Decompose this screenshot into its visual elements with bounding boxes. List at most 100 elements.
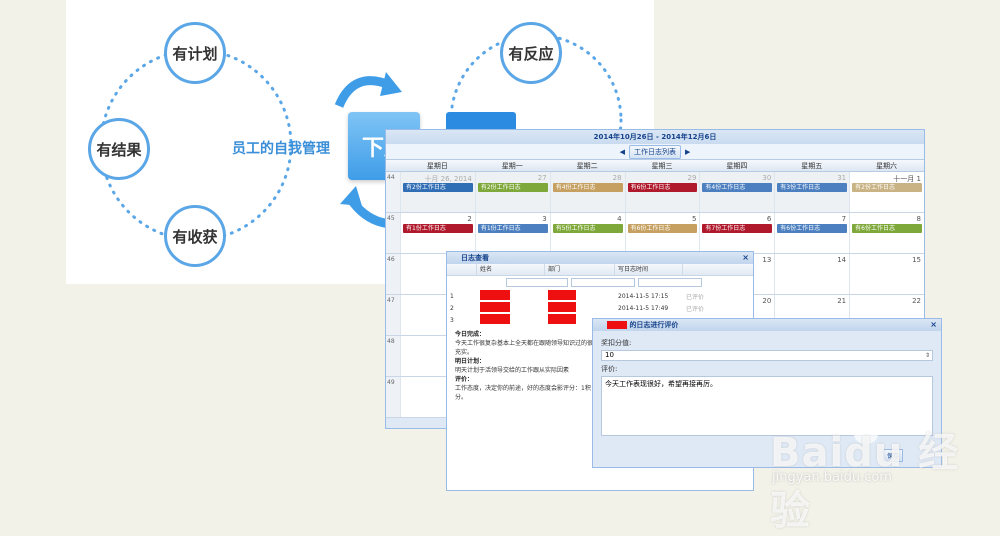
close-icon[interactable]: × (742, 253, 749, 262)
event-badge[interactable]: 有4份工作日志 (552, 183, 623, 192)
comment-label: 评价: (601, 365, 618, 373)
week-number: 49 (386, 377, 400, 417)
day-number: 2 (467, 215, 472, 223)
event-badge[interactable]: 有2份工作日志 (477, 183, 548, 192)
time-filter-input[interactable] (638, 278, 702, 287)
week-number: 46 (386, 254, 400, 294)
log-window-title: 日志查看 × (447, 252, 753, 264)
event-badge[interactable]: 有7份工作日志 (702, 224, 773, 233)
event-badge[interactable]: 有1份工作日志 (403, 224, 473, 233)
calendar-nav: ◀ 工作日志列表 ▶ (386, 144, 924, 160)
event-badge[interactable]: 有2份工作日志 (403, 183, 473, 192)
table-row[interactable]: 1 2014-11-5 17:15 已评价 (447, 290, 753, 302)
review-label: 评价： (455, 376, 474, 383)
eval-form: 奖扣分值: 10 ⇕ 评价: 今天工作表现很好，希望再接再厉。 (593, 331, 941, 440)
prev-arrow-icon[interactable]: ◀ (619, 147, 625, 156)
day-number: 27 (537, 174, 547, 182)
day-number: 4 (617, 215, 622, 223)
day-number: 13 (762, 256, 772, 264)
dept-filter-input[interactable] (571, 278, 635, 287)
day-cell[interactable] (400, 336, 475, 376)
day-number: 14 (837, 256, 847, 264)
week-number: 47 (386, 295, 400, 335)
week-number: 44 (386, 172, 400, 212)
event-badge[interactable]: 有6份工作日志 (627, 183, 698, 192)
table-row[interactable]: 2 2014-11-5 17:49 已评价 (447, 302, 753, 314)
day-cell[interactable]: 22 (849, 295, 924, 335)
day-cell[interactable] (400, 254, 475, 294)
watermark-url: jingyan.baidu.com (772, 470, 892, 485)
name-filter-input[interactable] (506, 278, 568, 287)
day-number: 30 (762, 174, 772, 182)
row-num-header (447, 264, 477, 275)
weekday-header: 星期日星期一星期二星期三星期四星期五星期六 (386, 160, 924, 172)
day-number: 十一月 1 (893, 175, 921, 183)
event-badge[interactable]: 有3份工作日志 (777, 183, 848, 192)
row-index: 3 (450, 316, 454, 324)
day-number: 十月 26, 2014 (424, 175, 472, 183)
blue-tab-shape (446, 112, 516, 134)
col-name-header[interactable]: 姓名 (477, 264, 545, 275)
event-badge[interactable]: 有2份工作日志 (852, 183, 922, 192)
day-number: 20 (762, 297, 772, 305)
eval-window-title-text: 的日志进行评价 (629, 321, 679, 329)
next-arrow-icon[interactable]: ▶ (685, 147, 691, 156)
weekday-header-cell: 星期四 (726, 162, 748, 170)
event-badge[interactable]: 有4份工作日志 (702, 183, 773, 192)
col-time-header[interactable]: 写日志时间 (615, 264, 683, 275)
event-badge[interactable]: 有6份工作日志 (627, 224, 698, 233)
weekday-header-cell: 星期日 (426, 162, 448, 170)
event-badge[interactable]: 有6份工作日志 (777, 224, 848, 233)
curved-arrow-top-icon (334, 72, 402, 108)
log-window-title-text: 日志查看 (461, 254, 489, 262)
node-reaction: 有反应 (500, 22, 562, 84)
comment-textarea[interactable]: 今天工作表现很好，希望再接再厉。 (601, 376, 933, 436)
filter-row (447, 276, 753, 290)
event-badge[interactable]: 有1份工作日志 (477, 224, 548, 233)
redacted-dept (548, 302, 576, 312)
day-cell[interactable] (400, 295, 475, 335)
day-number: 3 (542, 215, 547, 223)
row-time: 2014-11-5 17:15 (618, 292, 669, 300)
day-cell[interactable]: 21 (774, 295, 849, 335)
spinner-icon[interactable]: ⇕ (924, 352, 930, 359)
day-cell[interactable]: 15 (849, 254, 924, 294)
node-plan: 有计划 (164, 22, 226, 84)
day-number: 5 (691, 215, 697, 223)
log-list-button[interactable]: 工作日志列表 (629, 144, 681, 159)
event-badge[interactable]: 有6份工作日志 (852, 224, 922, 233)
weekday-header-cell: 星期一 (501, 162, 523, 170)
today-done-label: 今日完成： (455, 331, 486, 338)
day-number: 29 (687, 174, 697, 182)
close-icon[interactable]: × (930, 320, 937, 329)
day-cell[interactable]: 14 (774, 254, 849, 294)
row-index: 1 (450, 292, 454, 300)
log-table-header: 姓名 部门 写日志时间 (447, 264, 753, 276)
eval-window-title: 的日志进行评价 × (593, 319, 941, 331)
day-cell[interactable] (400, 377, 475, 417)
save-button[interactable]: 保存 (883, 449, 904, 462)
reviewed-tag: 已评价 (686, 305, 705, 313)
redacted-name (480, 302, 510, 312)
table-row[interactable]: 3 (447, 314, 753, 326)
score-input[interactable]: 10 ⇕ (601, 350, 933, 361)
today-done-text: 今天工作很复杂基本上全天都在跟随领导知识过的很充实。 (455, 340, 594, 356)
node-result: 有结果 (88, 118, 150, 180)
col-dept-header[interactable]: 部门 (545, 264, 615, 275)
event-badge[interactable]: 有5份工作日志 (552, 224, 623, 233)
